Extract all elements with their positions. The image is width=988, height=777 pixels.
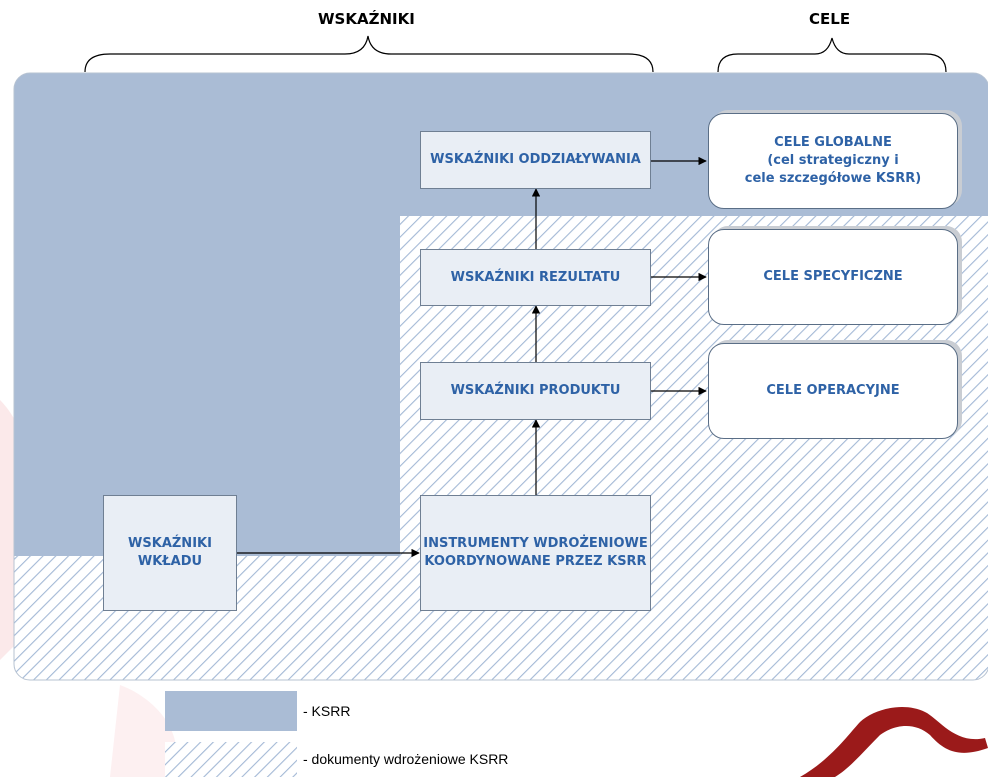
operational-goals-box: CELE OPERACYJNE [708,343,958,439]
global-goals-box: CELE GLOBALNE (cel strategiczny i cele s… [708,113,958,209]
result-indicators-label: WSKAŹNIKI REZULTATU [450,269,621,285]
indicators-header: WSKAŹNIKI [318,10,415,28]
legend-swatch-ksrr [165,691,297,731]
red-brush-decoration [800,707,988,777]
legend-ksrr-label: - KSRR [303,703,351,719]
input-indicators-label-line1: WSKAŹNIKI [128,536,212,551]
input-indicators-box: WSKAŹNIKI WKŁADU [103,495,237,611]
impact-indicators-box: WSKAŹNIKI ODDZIAŁYWANIA [420,131,651,189]
legend-swatch-documents [165,742,297,777]
global-goals-label-line2: (cel strategiczny i [767,153,899,168]
product-indicators-box: WSKAŹNIKI PRODUKTU [420,362,651,420]
instruments-label-line2: KOORDYNOWANE PRZEZ KSRR [424,554,647,569]
instruments-box: INSTRUMENTY WDROŻENIOWE KOORDYNOWANE PRZ… [420,495,651,611]
instruments-label-line1: INSTRUMENTY WDROŻENIOWE [423,536,648,551]
specific-goals-box: CELE SPECYFICZNE [708,229,958,325]
product-indicators-label: WSKAŹNIKI PRODUKTU [450,383,621,398]
goals-header: CELE [809,10,851,28]
global-goals-label-line1: CELE GLOBALNE [774,135,892,150]
global-goals-label-line3: cele szczegółowe KSRR) [744,171,922,186]
legend-documents-label: - dokumenty wdrożeniowe KSRR [303,751,509,767]
specific-goals-label: CELE SPECYFICZNE [763,269,903,284]
input-indicators-label-line2: WKŁADU [137,554,203,569]
impact-indicators-label: WSKAŹNIKI ODDZIAŁYWANIA [430,152,641,167]
goals-brace [717,37,947,73]
result-indicators-box: WSKAŹNIKI REZULTATU [420,249,651,306]
operational-goals-label: CELE OPERACYJNE [766,383,900,398]
indicators-brace [84,35,654,73]
background-decoration [110,685,177,777]
